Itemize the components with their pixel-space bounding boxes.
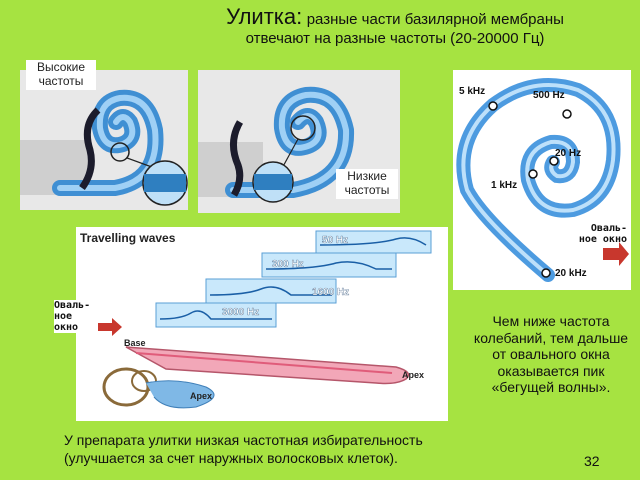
spiral-window-label: Оваль-ное окно (578, 223, 627, 245)
spiral-label-500hz: 500 Hz (533, 90, 565, 101)
waves-base-label: Base (124, 338, 146, 348)
low-freq-panel: Низкие частоты (198, 70, 400, 213)
wave-panel-300hz (261, 252, 397, 278)
wave-panel-50hz (315, 230, 432, 254)
cochlea-low-illustration (198, 70, 400, 213)
basilar-membrane (125, 346, 410, 385)
waves-apex-label-2: Apex (190, 391, 212, 401)
wave-label-300hz: 300 Hz (272, 259, 304, 270)
waves-heading: Travelling waves (80, 231, 176, 245)
spiral-label-20hz: 20 Hz (555, 148, 581, 159)
title-rest: разные части базилярной мембраны (306, 11, 564, 28)
wave-panel-1600hz (205, 278, 337, 304)
waves-apex-label: Apex (402, 370, 424, 380)
spiral-illustration: 5 kHz 500 Hz 20 Hz 1 kHz 20 kHz (456, 78, 629, 282)
spiral-panel: 5 kHz 500 Hz 20 Hz 1 kHz 20 kHz Оваль-но… (453, 70, 631, 290)
wave-label-50hz: 50 Hz (322, 235, 348, 246)
inner-ear-icon (102, 367, 215, 409)
spiral-label-20khz: 20 kHz (555, 268, 587, 279)
cochlea-high-illustration (20, 70, 188, 210)
high-freq-panel: Высокие частоты (20, 60, 188, 210)
low-freq-label: Низкие частоты (336, 169, 398, 199)
waves-arrow-icon (98, 318, 122, 336)
bottom-note: У препарата улитки низкая частотная изби… (64, 432, 423, 467)
title-main: Улитка: (226, 4, 303, 29)
spiral-label-5khz: 5 kHz (459, 86, 485, 97)
spiral-arrow-icon (603, 242, 629, 266)
page-number: 32 (584, 453, 600, 469)
explanation-text: Чем ниже частота колебаний, тем дальше о… (473, 313, 629, 396)
title-line2: отвечают на разные частоты (20-20000 Гц) (245, 30, 545, 48)
travelling-waves-illustration: Travelling waves 50 Hz 300 Hz 1600 Hz 30… (80, 230, 432, 409)
wave-label-1600hz: 1600 Hz (312, 287, 349, 298)
waves-window-label: Оваль-ное окно (54, 300, 98, 333)
slide-title: Улитка: разные части базилярной мембраны… (160, 4, 630, 48)
high-freq-label: Высокие частоты (26, 60, 96, 90)
wave-panel-3000hz (155, 302, 277, 328)
wave-label-3000hz: 3000 Hz (222, 307, 259, 318)
spiral-label-1khz: 1 kHz (491, 180, 517, 191)
travelling-waves-panel: Travelling waves 50 Hz 300 Hz 1600 Hz 30… (76, 227, 448, 421)
